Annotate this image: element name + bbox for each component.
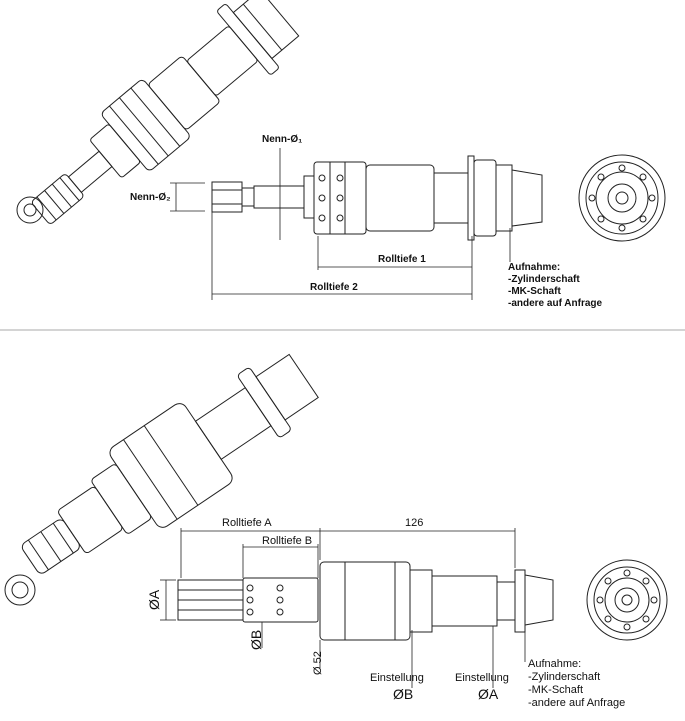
label-einstellung-a-value: ØA: [478, 686, 499, 702]
label-dia-a: ØA: [146, 589, 162, 610]
top-dimensions: [170, 148, 511, 300]
aufnahme-item: -MK-Schaft: [528, 684, 584, 696]
label-nenn-d2: Nenn-Ø₂: [130, 192, 171, 203]
label-length-126: 126: [405, 517, 424, 529]
label-dia-b: ØB: [248, 629, 264, 650]
aufnahme-note-bottom: Aufnahme: -Zylinderschaft -MK-Schaft -an…: [528, 658, 625, 710]
bottom-isometric-tool: [4, 353, 319, 606]
label-einstellung-b: Einstellung: [370, 672, 424, 684]
top-side-view: [211, 155, 543, 241]
aufnahme-item: -Zylinderschaft: [528, 671, 601, 683]
bottom-end-view: [586, 559, 668, 641]
top-isometric-tool: [16, 0, 300, 224]
aufnahme-item: -andere auf Anfrage: [528, 697, 626, 709]
label-rolltiefe-a: Rolltiefe A: [222, 517, 272, 529]
aufnahme-item: -andere auf Anfrage: [508, 298, 603, 309]
aufnahme-title: Aufnahme:: [508, 262, 561, 273]
bottom-dimensions: [160, 528, 526, 688]
aufnahme-title: Aufnahme:: [528, 658, 582, 670]
label-rolltiefe-b: Rolltiefe B: [262, 535, 313, 547]
label-einstellung-a: Einstellung: [455, 672, 509, 684]
label-einstellung-b-value: ØB: [393, 686, 414, 702]
bottom-side-view: [177, 561, 554, 641]
label-nenn-d1: Nenn-Ø₁: [262, 134, 303, 145]
aufnahme-item: -MK-Schaft: [508, 286, 561, 297]
label-rolltiefe-2: Rolltiefe 2: [310, 282, 358, 293]
label-dia-52: Ø 52: [312, 651, 324, 675]
aufnahme-item: -Zylinderschaft: [508, 274, 580, 285]
label-rolltiefe-1: Rolltiefe 1: [378, 254, 426, 265]
aufnahme-note-top: Aufnahme: -Zylinderschaft -MK-Schaft -an…: [508, 262, 602, 310]
top-end-view: [578, 154, 666, 242]
